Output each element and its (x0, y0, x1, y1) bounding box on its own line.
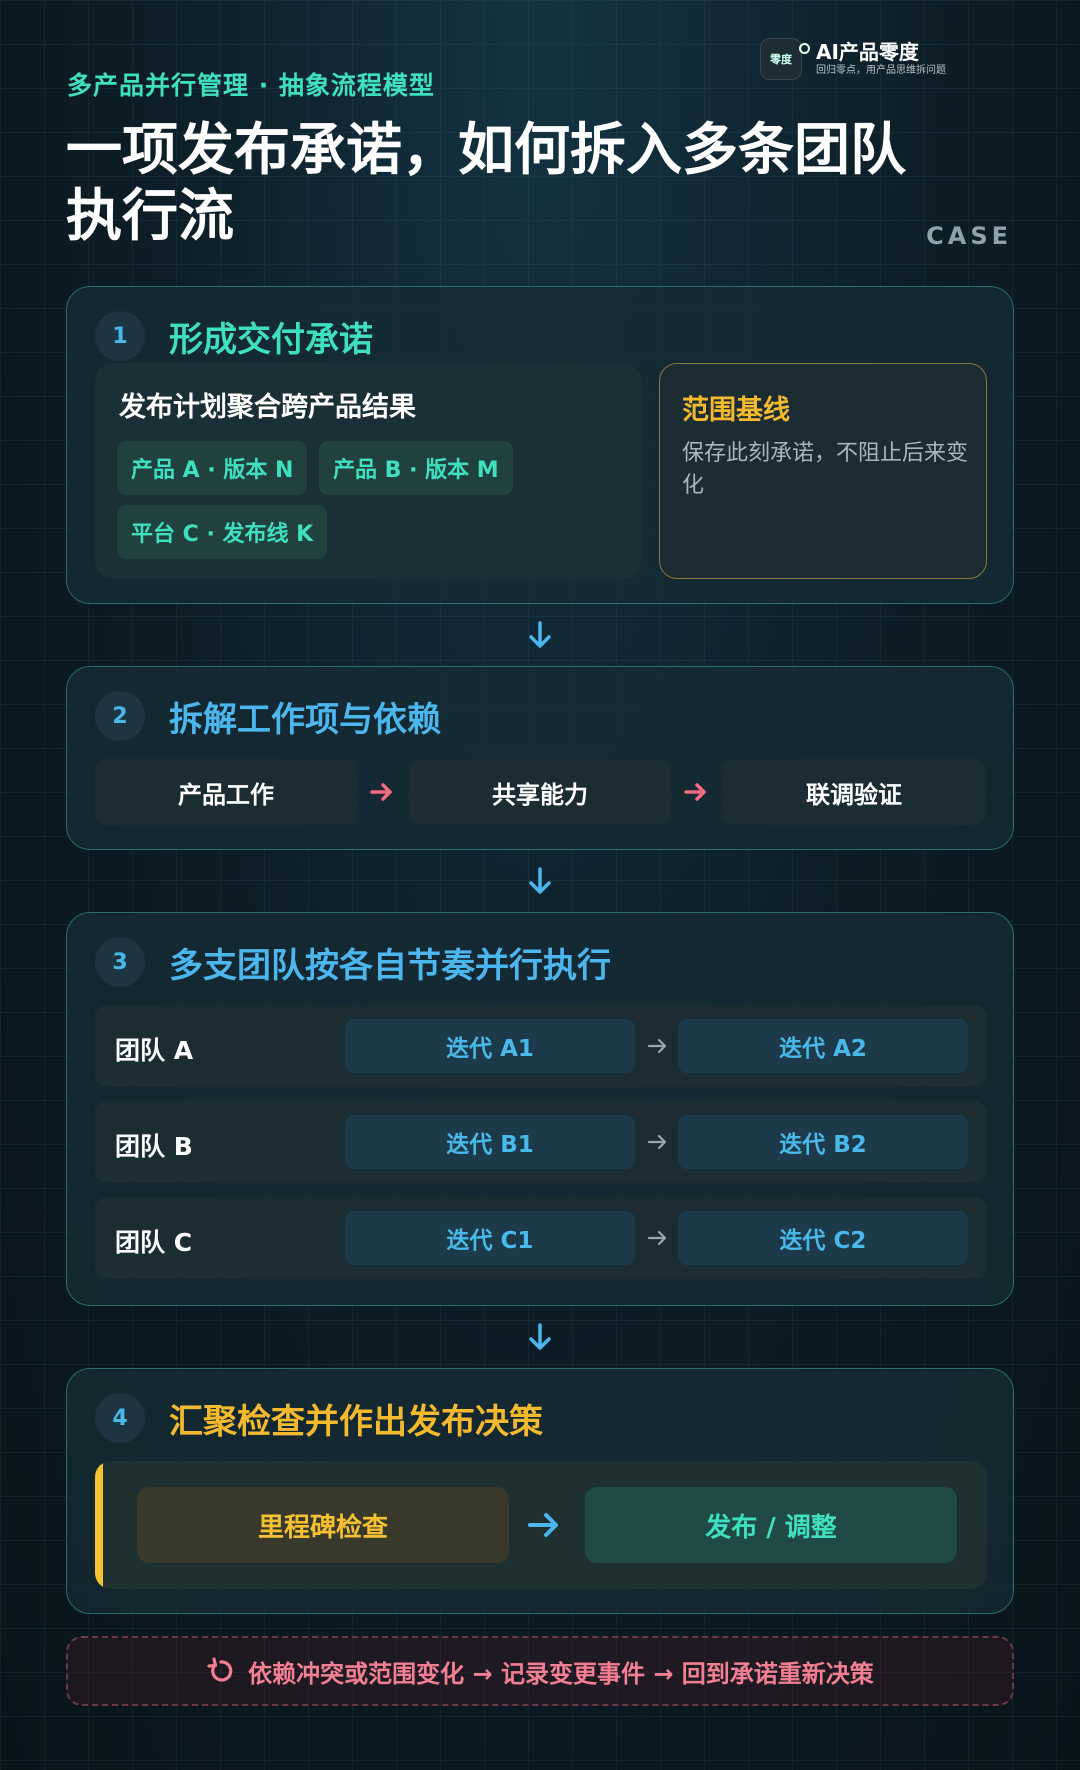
iteration-c1: 迭代 C1 (345, 1211, 635, 1265)
step-1-card: 1 形成交付承诺 发布计划聚合跨产品结果 产品 A · 版本 N 产品 B · … (66, 286, 1014, 604)
arrow-down-icon (529, 621, 551, 648)
step-4-card: 4 汇聚检查并作出发布决策 里程碑检查 发布 / 调整 (66, 1368, 1014, 1614)
milestone-check: 里程碑检查 (137, 1487, 509, 1563)
iteration-b1: 迭代 B1 (345, 1115, 635, 1169)
team-name: 团队 A (115, 1036, 194, 1065)
brand: 零度 AI产品零度 回归零点，用产品思维拆问题 (760, 38, 946, 80)
brand-logo: 零度 (760, 38, 810, 80)
arrow-right-icon (647, 1134, 667, 1150)
arrow-right-icon (647, 1038, 667, 1054)
step-4-title: 汇聚检查并作出发布决策 (169, 1401, 543, 1442)
release-plan-box: 发布计划聚合跨产品结果 产品 A · 版本 N 产品 B · 版本 M 平台 C… (95, 363, 641, 579)
step-2-title: 拆解工作项与依赖 (169, 699, 441, 740)
team-name: 团队 B (115, 1132, 193, 1161)
iteration-a1: 迭代 A1 (345, 1019, 635, 1073)
step-1-title: 形成交付承诺 (169, 319, 373, 360)
step-3-title: 多支团队按各自节奏并行执行 (169, 945, 611, 986)
arrow-right-icon (684, 783, 706, 801)
work-item-product: 产品工作 (95, 759, 357, 825)
work-item-shared: 共享能力 (409, 759, 671, 825)
step-4-number: 4 (95, 1393, 145, 1443)
accent-bar (95, 1461, 103, 1589)
step-2-card: 2 拆解工作项与依赖 产品工作 共享能力 联调验证 (66, 666, 1014, 850)
chip-product-b: 产品 B · 版本 M (319, 441, 513, 495)
arrow-down-icon (529, 1323, 551, 1350)
chip-product-a: 产品 A · 版本 N (117, 441, 308, 495)
work-item-integration: 联调验证 (723, 759, 985, 825)
release-plan-title: 发布计划聚合跨产品结果 (119, 392, 416, 423)
step-2-number: 2 (95, 691, 145, 741)
iteration-a2: 迭代 A2 (678, 1019, 968, 1073)
iteration-b2: 迭代 B2 (678, 1115, 968, 1169)
step-1-header: 1 形成交付承诺 (95, 311, 373, 361)
arrow-right-icon (370, 783, 392, 801)
team-row-a: 团队 A 迭代 A1 迭代 A2 (95, 1005, 987, 1087)
step-2-header: 2 拆解工作项与依赖 (95, 691, 441, 741)
scope-baseline-box: 范围基线 保存此刻承诺，不阻止后来变化 (659, 363, 987, 579)
decision-band: 里程碑检查 发布 / 调整 (95, 1461, 987, 1589)
step-3-number: 3 (95, 937, 145, 987)
brand-tagline: 回归零点，用产品思维拆问题 (816, 65, 946, 76)
release-adjust: 发布 / 调整 (585, 1487, 957, 1563)
brand-text: AI产品零度 回归零点，用产品思维拆问题 (816, 40, 946, 78)
scope-baseline-text: 保存此刻承诺，不阻止后来变化 (682, 441, 969, 498)
page-title: 一项发布承诺，如何拆入多条团队执行流 (66, 118, 906, 249)
refresh-icon (207, 1657, 233, 1682)
team-row-b: 团队 B 迭代 B1 迭代 B2 (95, 1101, 987, 1183)
brand-name: AI产品零度 (816, 40, 919, 64)
scope-baseline-title: 范围基线 (682, 395, 790, 426)
change-loop-note: 依赖冲突或范围变化 → 记录变更事件 → 回到承诺重新决策 (66, 1636, 1014, 1706)
case-label: CASE (926, 222, 1012, 250)
chip-platform-c: 平台 C · 发布线 K (117, 505, 328, 559)
team-name: 团队 C (115, 1228, 193, 1257)
step-3-card: 3 多支团队按各自节奏并行执行 团队 A 迭代 A1 迭代 A2 团队 B 迭代… (66, 912, 1014, 1306)
iteration-c2: 迭代 C2 (678, 1211, 968, 1265)
change-loop-text: 依赖冲突或范围变化 → 记录变更事件 → 回到承诺重新决策 (248, 1659, 874, 1688)
team-row-c: 团队 C 迭代 C1 迭代 C2 (95, 1197, 987, 1279)
step-4-header: 4 汇聚检查并作出发布决策 (95, 1393, 543, 1443)
arrow-down-icon (529, 867, 551, 894)
step-3-header: 3 多支团队按各自节奏并行执行 (95, 937, 611, 987)
step-1-number: 1 (95, 311, 145, 361)
arrow-right-icon (528, 1513, 558, 1537)
arrow-right-icon (647, 1230, 667, 1246)
page-kicker: 多产品并行管理 · 抽象流程模型 (67, 71, 435, 100)
